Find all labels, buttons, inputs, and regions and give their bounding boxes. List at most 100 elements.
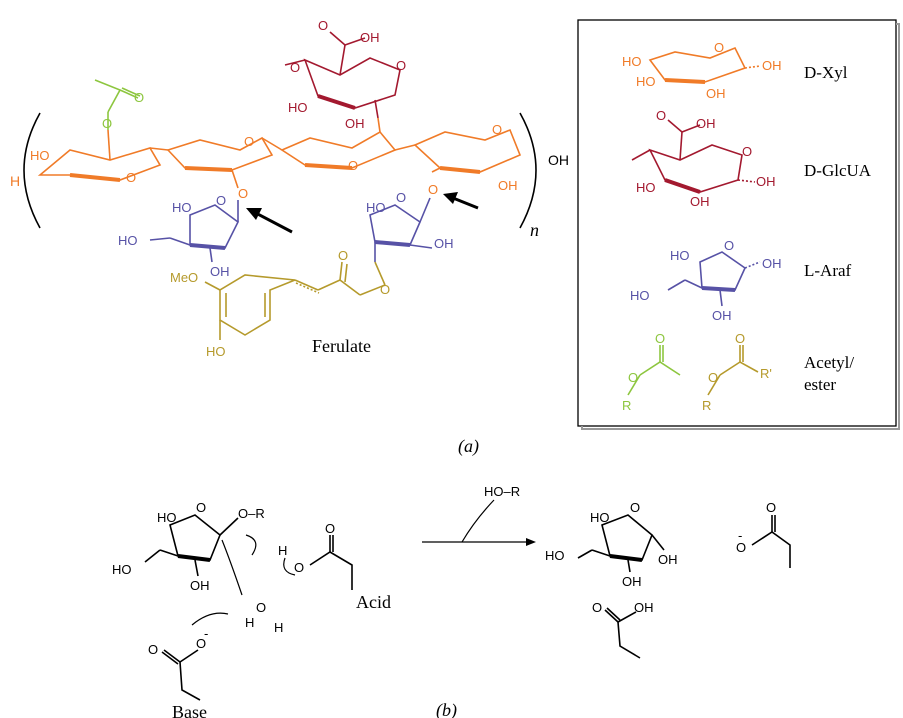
base-minus: -: [204, 626, 208, 641]
araf2-oh: OH: [434, 236, 454, 251]
acetyl-group: [94, 79, 141, 130]
ferulate-label: Ferulate: [312, 336, 371, 356]
legend-xyl-ho1: HO: [622, 54, 642, 69]
glcua-oh-top: OH: [360, 30, 380, 45]
araf-residue-2: [369, 197, 433, 262]
cleavage-arrow-2-head: [443, 192, 458, 204]
xyl4-oh: OH: [498, 178, 518, 193]
legend-xyl-structure: [648, 46, 761, 84]
product-acid-o: O: [592, 600, 602, 615]
araf-residue-1: [149, 200, 240, 263]
xyl3-ring-o: O: [348, 158, 358, 173]
legend-xyl-label: D-Xyl: [804, 63, 848, 82]
substrate-oh: OH: [190, 578, 210, 593]
legend-acetyl-label-line1: Acetyl/: [804, 353, 854, 372]
legend-acetyl-structure: [627, 345, 681, 396]
repeat-bracket-right: [519, 112, 537, 229]
product-ring-o: O: [630, 500, 640, 515]
curved-arrow-1: [245, 534, 257, 556]
panel-a-label: (a): [458, 436, 479, 457]
water-o: O: [256, 600, 266, 615]
legend-glcua-structure: [631, 119, 756, 194]
glcua-ho: HO: [288, 100, 308, 115]
legend-ester-r: R: [702, 398, 711, 413]
legend-ester-carbonyl-o: O: [735, 331, 745, 346]
legend-glcua-ho: HO: [636, 180, 656, 195]
ferulate-meo: MeO: [170, 270, 198, 285]
legend-xyl-oh2: OH: [762, 58, 782, 73]
legend-acetyl-ester-o: O: [628, 370, 638, 385]
acid-label: Acid: [356, 592, 391, 612]
legend-acetyl-r: R: [622, 398, 631, 413]
xyl1-ho: HO: [30, 148, 50, 163]
legend-ester-o: O: [708, 370, 718, 385]
product-ho1: HO: [590, 510, 610, 525]
legend-ester-r-prime: R': [760, 366, 772, 381]
legend-xyl-ho2: HO: [636, 74, 656, 89]
legend-box: HO HO OH OH O D-Xyl OH O O HO OH OH D-Gl…: [577, 19, 900, 430]
curved-arrow-2: [221, 539, 243, 596]
legend-araf-oh2: OH: [712, 308, 732, 323]
backbone-terminal-oh: OH: [548, 152, 569, 168]
legend-glcua-label: D-GlcUA: [804, 161, 872, 180]
curved-arrow-4: [191, 612, 229, 626]
legend-araf-ho1: HO: [670, 248, 690, 263]
product-oh2: OH: [658, 552, 678, 567]
carboxylate-minus: -: [738, 528, 742, 543]
legend-araf-ring-o: O: [724, 238, 734, 253]
araf1-link-o: O: [238, 186, 248, 201]
xyl-residue-4: [413, 128, 522, 174]
glcua-carbonyl-o: O: [318, 18, 328, 33]
xyl4-ring-o: O: [492, 122, 502, 137]
leaving-group-arrow: [461, 499, 495, 543]
ferulate-ester-o: O: [380, 282, 390, 297]
product-acid-oh: OH: [634, 600, 654, 615]
glcua-ring-o: O: [396, 58, 406, 73]
substrate-ho-ch2: HO: [112, 562, 132, 577]
legend-acetyl-label-line2: ester: [804, 375, 836, 394]
araf2-link-o: O: [428, 182, 438, 197]
repeat-subscript-n: n: [530, 220, 539, 240]
araf1-ho: HO: [172, 200, 192, 215]
substrate-ring-o: O: [196, 500, 206, 515]
glcua-residue: [284, 31, 401, 119]
araf2-ho: HO: [366, 200, 386, 215]
legend-glcua-carbonyl-o: O: [656, 108, 666, 123]
product-acid-structure: [604, 607, 641, 659]
glcua-oh: OH: [345, 116, 365, 131]
legend-araf-structure: [667, 251, 761, 307]
product-oh1: OH: [622, 574, 642, 589]
legend-acetyl-carbonyl-o: O: [655, 331, 665, 346]
araf1-ring-o: O: [216, 193, 226, 208]
legend-glcua-oh-top: OH: [696, 116, 716, 131]
legend-glcua-oh1: OH: [690, 194, 710, 209]
legend-araf-ho2: HO: [630, 288, 650, 303]
acid-structure: [309, 535, 353, 590]
legend-glcua-oh2: OH: [756, 174, 776, 189]
backbone-terminal-h: H: [10, 173, 20, 189]
base-label: Base: [172, 702, 207, 718]
legend-xyl-oh1: OH: [706, 86, 726, 101]
araf1-oh: OH: [210, 264, 230, 279]
base-o: O: [196, 636, 206, 651]
substrate-araf: [144, 514, 239, 577]
water-h2: H: [274, 620, 283, 635]
xyl-residue-1: [37, 129, 169, 182]
araf2-ring-o: O: [396, 190, 406, 205]
carboxylate-carbonyl-o: O: [766, 500, 776, 515]
acid-o: O: [294, 560, 304, 575]
water-h1: H: [245, 615, 254, 630]
araf1-ho-ch2: HO: [118, 233, 138, 248]
legend-xyl-ring-o: O: [714, 40, 724, 55]
leaving-group: HO–R: [484, 484, 520, 499]
reaction-arrow-head: [526, 538, 536, 546]
base-structure: [161, 649, 201, 701]
xyl-residue-2: [166, 136, 283, 189]
xyl1-ring-o: O: [126, 170, 136, 185]
curved-arrow-3: [283, 557, 296, 576]
carboxylate-o: O: [736, 540, 746, 555]
substrate-ho: HO: [157, 510, 177, 525]
ferulate-ho: HO: [206, 344, 226, 359]
legend-araf-label: L-Araf: [804, 261, 852, 280]
